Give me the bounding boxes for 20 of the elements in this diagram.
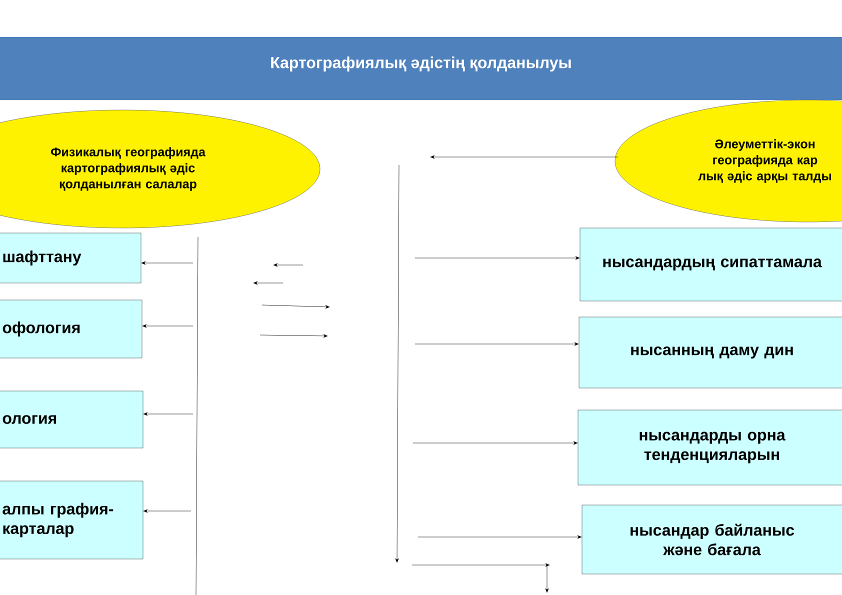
arrow <box>430 155 618 159</box>
text-box: ология <box>0 390 144 448</box>
arrow <box>143 509 192 513</box>
arrow <box>418 535 582 539</box>
text-box: алпы графия- карталар <box>0 480 144 560</box>
arrow <box>414 256 580 260</box>
text-box: нысанның даму дин <box>578 316 842 388</box>
title-band: Картографиялық әдістің қолданылуы <box>0 37 842 100</box>
text-box: нысандардың сипаттамала <box>580 228 842 302</box>
ellipse-label: Әлеуметтік-экон географияда кар лық әдіс арқы талды <box>614 100 842 222</box>
arrow <box>142 324 194 328</box>
text-box: шафттану <box>0 232 142 284</box>
text-box: нысандар байланыс және бағала <box>582 504 842 574</box>
arrow <box>141 261 194 265</box>
text-box: офология <box>0 300 142 358</box>
ellipse-label: Физикалық географияда картографиялық әдіс қолданылған салалар <box>0 110 320 228</box>
arrow <box>414 342 579 346</box>
arrow <box>143 412 194 416</box>
text-box: нысандарды орна тенденцияларын <box>578 410 842 486</box>
arrow <box>412 441 578 445</box>
